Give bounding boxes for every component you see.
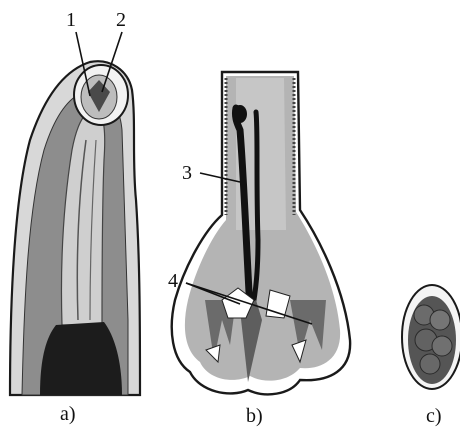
panel-b-bursa — [172, 72, 350, 394]
label-3: 3 — [182, 163, 192, 183]
caption-c: c) — [426, 406, 442, 426]
label-1: 1 — [66, 10, 76, 30]
panel-c-blastomere-2 — [430, 310, 450, 330]
panel-a-bulb — [40, 322, 122, 395]
caption-b: b) — [246, 406, 263, 426]
caption-a: a) — [60, 404, 76, 424]
panel-c-egg — [402, 285, 460, 389]
panel-c-blastomere-5 — [420, 354, 440, 374]
label-2: 2 — [116, 10, 126, 30]
panel-c-blastomere-4 — [432, 336, 452, 356]
panel-a-anterior-end — [10, 32, 140, 395]
label-4: 4 — [168, 271, 178, 291]
panel-b-spicule-head — [233, 105, 247, 123]
